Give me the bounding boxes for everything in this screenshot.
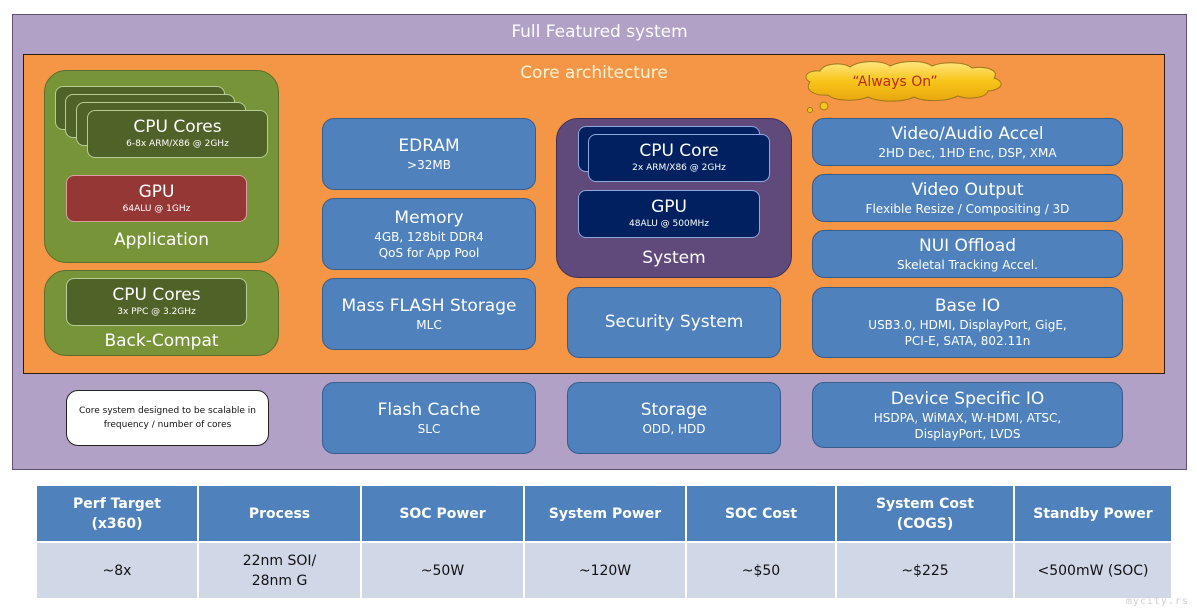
- header-system-cost: System Cost(COGS): [835, 484, 1015, 543]
- header-soc-power: SOC Power: [360, 484, 525, 543]
- application-cpu-cores-box: CPU Cores 6-8x ARM/X86 @ 2GHz: [87, 110, 268, 158]
- box-line: HSDPA, WiMAX, W-HDMI, ATSC,: [873, 410, 1062, 425]
- box-title: GPU: [138, 181, 175, 202]
- header-soc-cost: SOC Cost: [685, 484, 837, 543]
- box-line: >32MB: [407, 157, 451, 172]
- header-system-power: System Power: [523, 484, 687, 543]
- box-title: Security System: [604, 312, 744, 332]
- specs-value-row: ~8x 22nm SOI/28nm G ~50W ~120W ~$50 ~$22…: [35, 541, 1173, 600]
- box-title: Base IO: [934, 296, 1001, 316]
- specs-header-row: Perf Target(x360) Process SOC Power Syst…: [35, 484, 1173, 543]
- always-on-cloud-icon: [805, 61, 1002, 113]
- full-featured-system-title: Full Featured system: [511, 22, 688, 42]
- box-title: Memory: [394, 207, 464, 228]
- header-process: Process: [197, 484, 362, 543]
- application-gpu-box: GPU 64ALU @ 1GHz: [66, 175, 247, 222]
- specs-table: Perf Target(x360) Process SOC Power Syst…: [35, 484, 1173, 600]
- scalability-note: Core system designed to be scalable in f…: [66, 390, 269, 446]
- security-system-box: Security System: [567, 287, 781, 358]
- box-line: USB3.0, HDMI, DisplayPort, GigE,: [868, 318, 1067, 332]
- video-audio-accel-box: Video/Audio Accel 2HD Dec, 1HD Enc, DSP,…: [812, 118, 1123, 166]
- box-title: Flash Cache: [377, 399, 481, 420]
- always-on-label: “Always On”: [852, 74, 938, 90]
- header-standby-power: Standby Power: [1013, 484, 1173, 543]
- box-line: MLC: [416, 317, 442, 332]
- box-line: PCI-E, SATA, 802.11n: [904, 334, 1031, 348]
- device-specific-io-box: Device Specific IO HSDPA, WiMAX, W-HDMI,…: [812, 382, 1123, 448]
- box-title: GPU: [651, 197, 687, 217]
- box-subtitle: 3x PPC @ 3.2GHz: [117, 307, 196, 317]
- box-title: CPU Cores: [133, 117, 222, 137]
- box-line: 4GB, 128bit DDR4: [374, 229, 484, 244]
- system-label: System: [642, 248, 706, 268]
- value-system-cost: ~$225: [835, 541, 1015, 600]
- back-compat-cpu-cores-box: CPU Cores 3x PPC @ 3.2GHz: [66, 278, 247, 326]
- box-line: Skeletal Tracking Accel.: [897, 257, 1038, 272]
- watermark: mycity.rs: [1125, 596, 1189, 607]
- value-system-power: ~120W: [523, 541, 687, 600]
- mass-flash-storage-box: Mass FLASH Storage MLC: [322, 278, 536, 350]
- system-gpu-box: GPU 48ALU @ 500MHz: [578, 190, 760, 238]
- value-soc-power: ~50W: [360, 541, 525, 600]
- box-title: EDRAM: [398, 135, 460, 156]
- value-soc-cost: ~$50: [685, 541, 837, 600]
- box-subtitle: 48ALU @ 500MHz: [629, 219, 709, 229]
- box-title: CPU Core: [639, 141, 719, 161]
- edram-box: EDRAM >32MB: [322, 118, 536, 190]
- box-line: QoS for App Pool: [378, 245, 480, 260]
- box-line: DisplayPort, LVDS: [914, 426, 1021, 441]
- core-architecture-title: Core architecture: [520, 63, 668, 83]
- nui-offload-box: NUI Offload Skeletal Tracking Accel.: [812, 230, 1123, 278]
- box-line: SLC: [417, 421, 441, 436]
- box-title: Video Output: [911, 179, 1024, 200]
- storage-box: Storage ODD, HDD: [567, 382, 781, 454]
- box-title: Device Specific IO: [890, 388, 1045, 409]
- box-line: Flexible Resize / Compositing / 3D: [865, 201, 1070, 216]
- header-perf-target: Perf Target(x360): [35, 484, 199, 543]
- box-subtitle: 6-8x ARM/X86 @ 2GHz: [126, 139, 229, 149]
- box-title: Storage: [640, 399, 708, 420]
- base-io-box: Base IO USB3.0, HDMI, DisplayPort, GigE,…: [812, 287, 1123, 358]
- box-title: NUI Offload: [918, 235, 1016, 256]
- flash-cache-box: Flash Cache SLC: [322, 382, 536, 454]
- box-line: ODD, HDD: [642, 421, 706, 436]
- box-title: Video/Audio Accel: [891, 123, 1044, 144]
- box-subtitle: 2x ARM/X86 @ 2GHz: [632, 163, 726, 173]
- box-line: 2HD Dec, 1HD Enc, DSP, XMA: [878, 145, 1057, 160]
- value-perf-target: ~8x: [35, 541, 199, 600]
- value-standby-power: <500mW (SOC): [1013, 541, 1173, 600]
- memory-box: Memory 4GB, 128bit DDR4 QoS for App Pool: [322, 198, 536, 270]
- box-title: Mass FLASH Storage: [341, 295, 517, 316]
- box-subtitle: 64ALU @ 1GHz: [122, 203, 191, 214]
- application-label: Application: [114, 230, 209, 250]
- video-output-box: Video Output Flexible Resize / Compositi…: [812, 174, 1123, 222]
- back-compat-label: Back-Compat: [104, 331, 219, 351]
- box-title: CPU Cores: [112, 285, 201, 305]
- system-cpu-core-box: CPU Core 2x ARM/X86 @ 2GHz: [588, 134, 770, 182]
- value-process: 22nm SOI/28nm G: [197, 541, 362, 600]
